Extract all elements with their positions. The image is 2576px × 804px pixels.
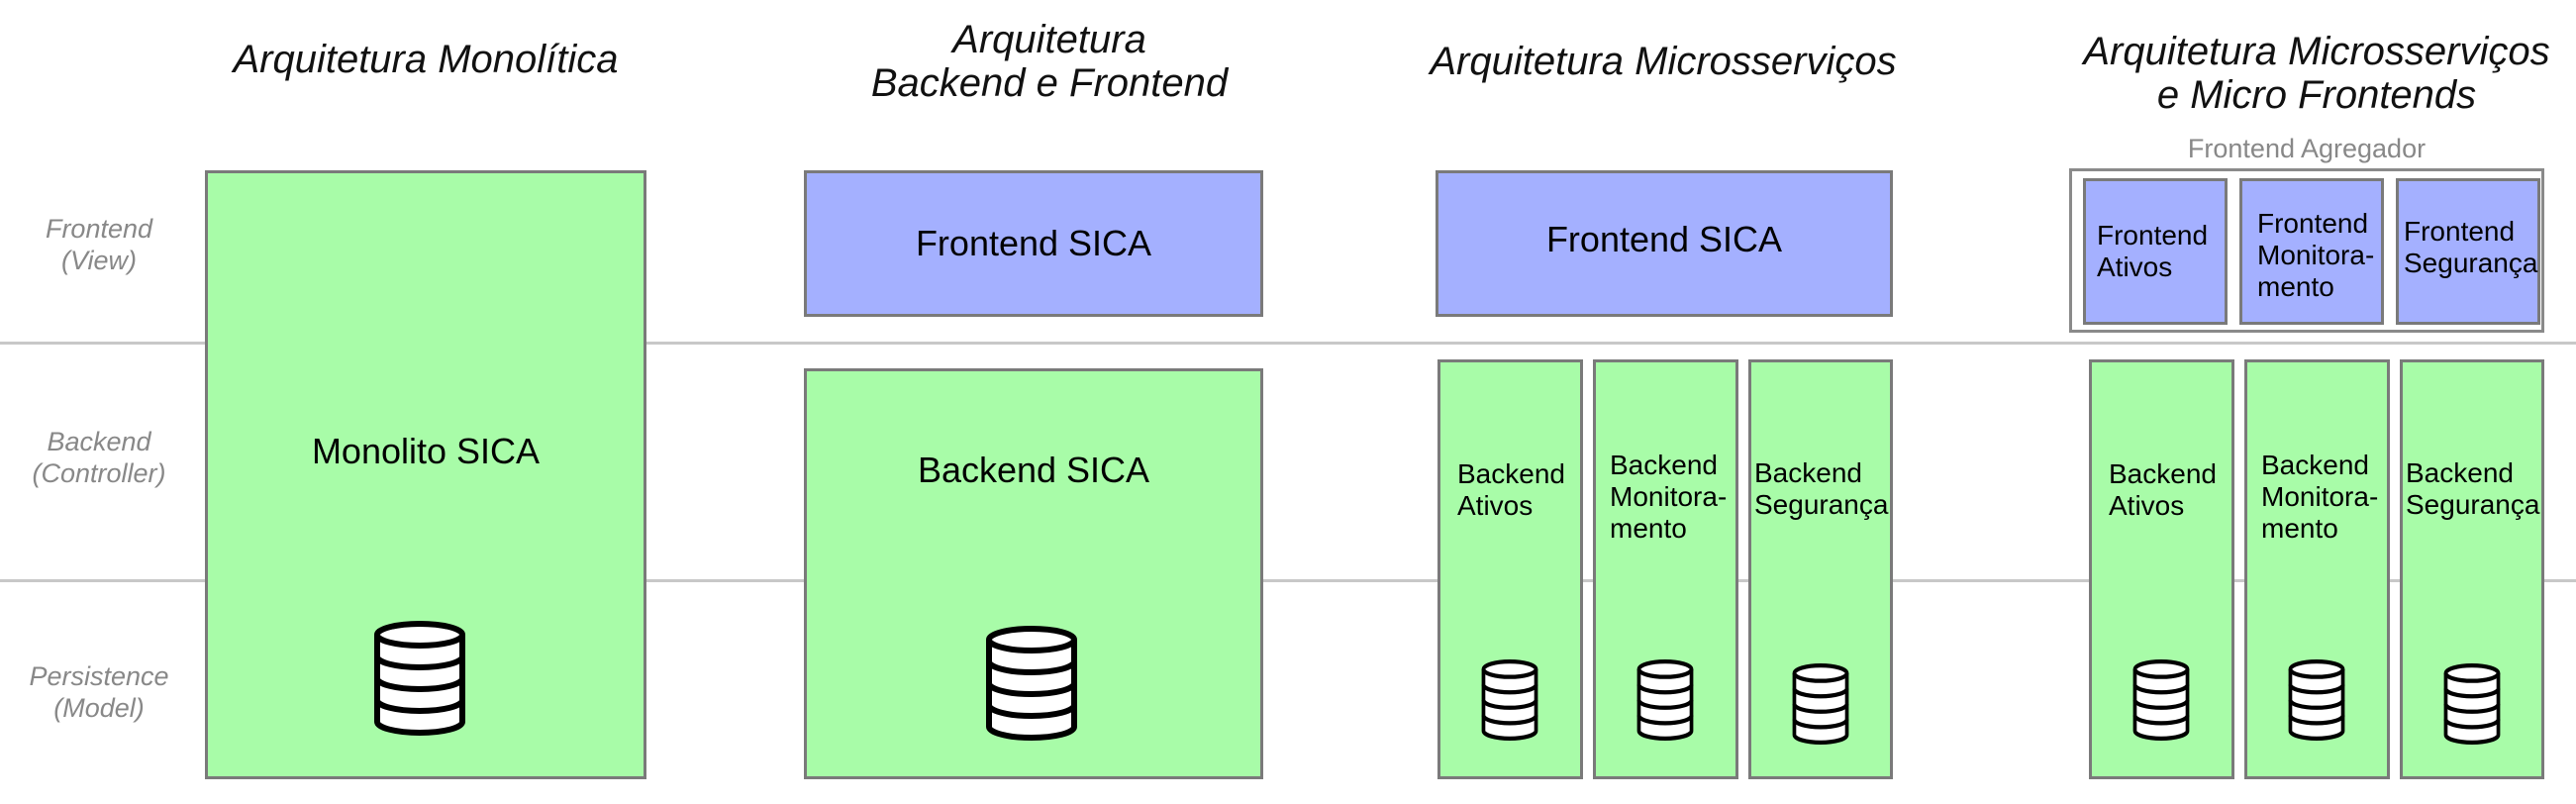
title-microservices: Arquitetura Microsserviços — [1430, 40, 1897, 83]
micro-frontend-seguranca-box — [2396, 178, 2540, 325]
database-icon — [1792, 663, 1849, 745]
micro-frontend-monitoramento-box — [2239, 178, 2384, 325]
database-icon — [1636, 659, 1694, 741]
layer-label-persistence: Persistence (Model) — [29, 661, 169, 723]
microservices-backend-seguranca-label: Backend Segurança — [1754, 457, 1889, 520]
micro-backend-seguranca-label: Backend Segurança — [2406, 457, 2540, 520]
database-icon — [2288, 659, 2345, 741]
microservices-frontend-box — [1436, 170, 1893, 317]
microservices-backend-monitoramento-label: Backend Monitora- mento — [1610, 450, 1728, 544]
database-icon — [1481, 659, 1538, 741]
micro-frontend-ativos-label: Frontend Ativos — [2097, 220, 2209, 282]
layer-label-backend: Backend (Controller) — [32, 427, 166, 488]
frontend-aggregator-label: Frontend Agregador — [2187, 134, 2427, 163]
backend-frontend-frontend-label: Frontend SICA — [915, 223, 1152, 263]
backend-frontend-backend-label: Backend SICA — [917, 450, 1150, 490]
backend-frontend-frontend-box — [804, 170, 1263, 317]
microservices-backend-ativos-label: Backend Ativos — [1457, 458, 1565, 521]
micro-frontend-monitoramento-label: Frontend Monitora- mento — [2257, 208, 2375, 302]
title-micro-frontends: Arquitetura Microsserviços e Micro Front… — [2083, 30, 2550, 117]
database-icon — [2443, 663, 2501, 745]
micro-backend-monitoramento-label: Backend Monitora- mento — [2261, 450, 2379, 544]
divider-frontend-backend — [0, 342, 2576, 345]
micro-backend-ativos-label: Backend Ativos — [2109, 458, 2217, 521]
database-icon — [985, 626, 1078, 741]
micro-frontend-seguranca-label: Frontend Segurança — [2404, 216, 2538, 278]
microservices-frontend-label: Frontend SICA — [1545, 219, 1783, 259]
database-icon — [2132, 659, 2190, 741]
monolith-label: Monolito SICA — [311, 431, 541, 471]
layer-label-frontend: Frontend (View) — [45, 214, 153, 275]
divider-backend-persistence — [0, 579, 2576, 582]
title-backend-frontend: Arquitetura Backend e Frontend — [870, 18, 1229, 105]
database-icon — [373, 621, 466, 736]
title-monolith: Arquitetura Monolítica — [233, 38, 619, 81]
micro-frontend-ativos-box — [2083, 178, 2228, 325]
